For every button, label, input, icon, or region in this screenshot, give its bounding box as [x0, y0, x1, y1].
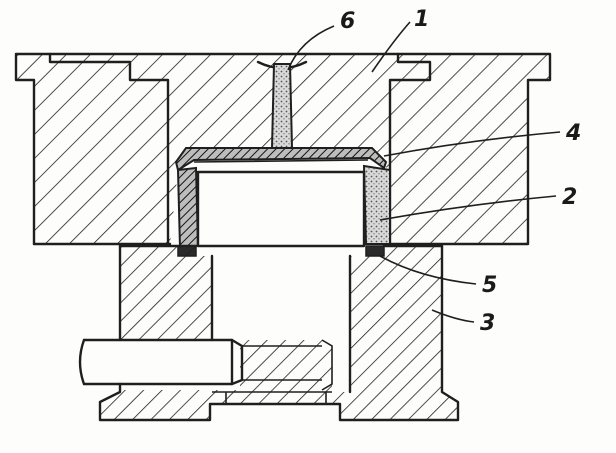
- right-seal-ring: [365, 245, 385, 257]
- upper-plate-outline: [14, 52, 552, 246]
- leader-3: [431, 309, 475, 323]
- label-part-5: 5: [482, 273, 497, 298]
- seal-rings: [177, 245, 385, 257]
- label-part-2: 2: [562, 185, 577, 210]
- lower-base-block: [98, 244, 460, 422]
- leader-1: [371, 21, 411, 73]
- right-sleeve-wall: [362, 164, 391, 245]
- leader-5: [379, 255, 477, 285]
- ejector-shaft: [78, 338, 333, 391]
- shaft-body: [82, 338, 234, 386]
- reference-numerals: 6 1 4 2 5 3: [340, 7, 581, 336]
- left-shoulder: [48, 52, 170, 246]
- base-outline: [98, 244, 460, 422]
- shaft-end: [230, 338, 244, 386]
- cavity-outline: [196, 170, 366, 248]
- bore-step: [225, 392, 327, 404]
- top-insert-skin: [174, 147, 388, 172]
- leader-lines: [287, 21, 561, 323]
- label-part-6: 6: [340, 9, 355, 34]
- left-sleeve-wall: [176, 166, 200, 250]
- label-part-1: 1: [414, 7, 429, 32]
- leader-6: [287, 25, 335, 71]
- shaft-tip: [321, 339, 333, 391]
- shaft-break: [78, 338, 86, 386]
- insert-inner-line: [193, 159, 369, 163]
- base-hatching: [100, 246, 458, 420]
- label-part-3: 3: [480, 311, 495, 336]
- shaft-inner: [242, 345, 322, 381]
- label-part-4: 4: [565, 121, 581, 146]
- leader-2: [379, 195, 557, 221]
- core-sleeve: [176, 164, 391, 250]
- upper-mold-plate: [14, 52, 552, 246]
- upper-plate-hatching: [16, 54, 550, 244]
- sprue-channel: [270, 63, 294, 149]
- leader-4: [383, 131, 561, 157]
- right-shoulder: [388, 52, 432, 246]
